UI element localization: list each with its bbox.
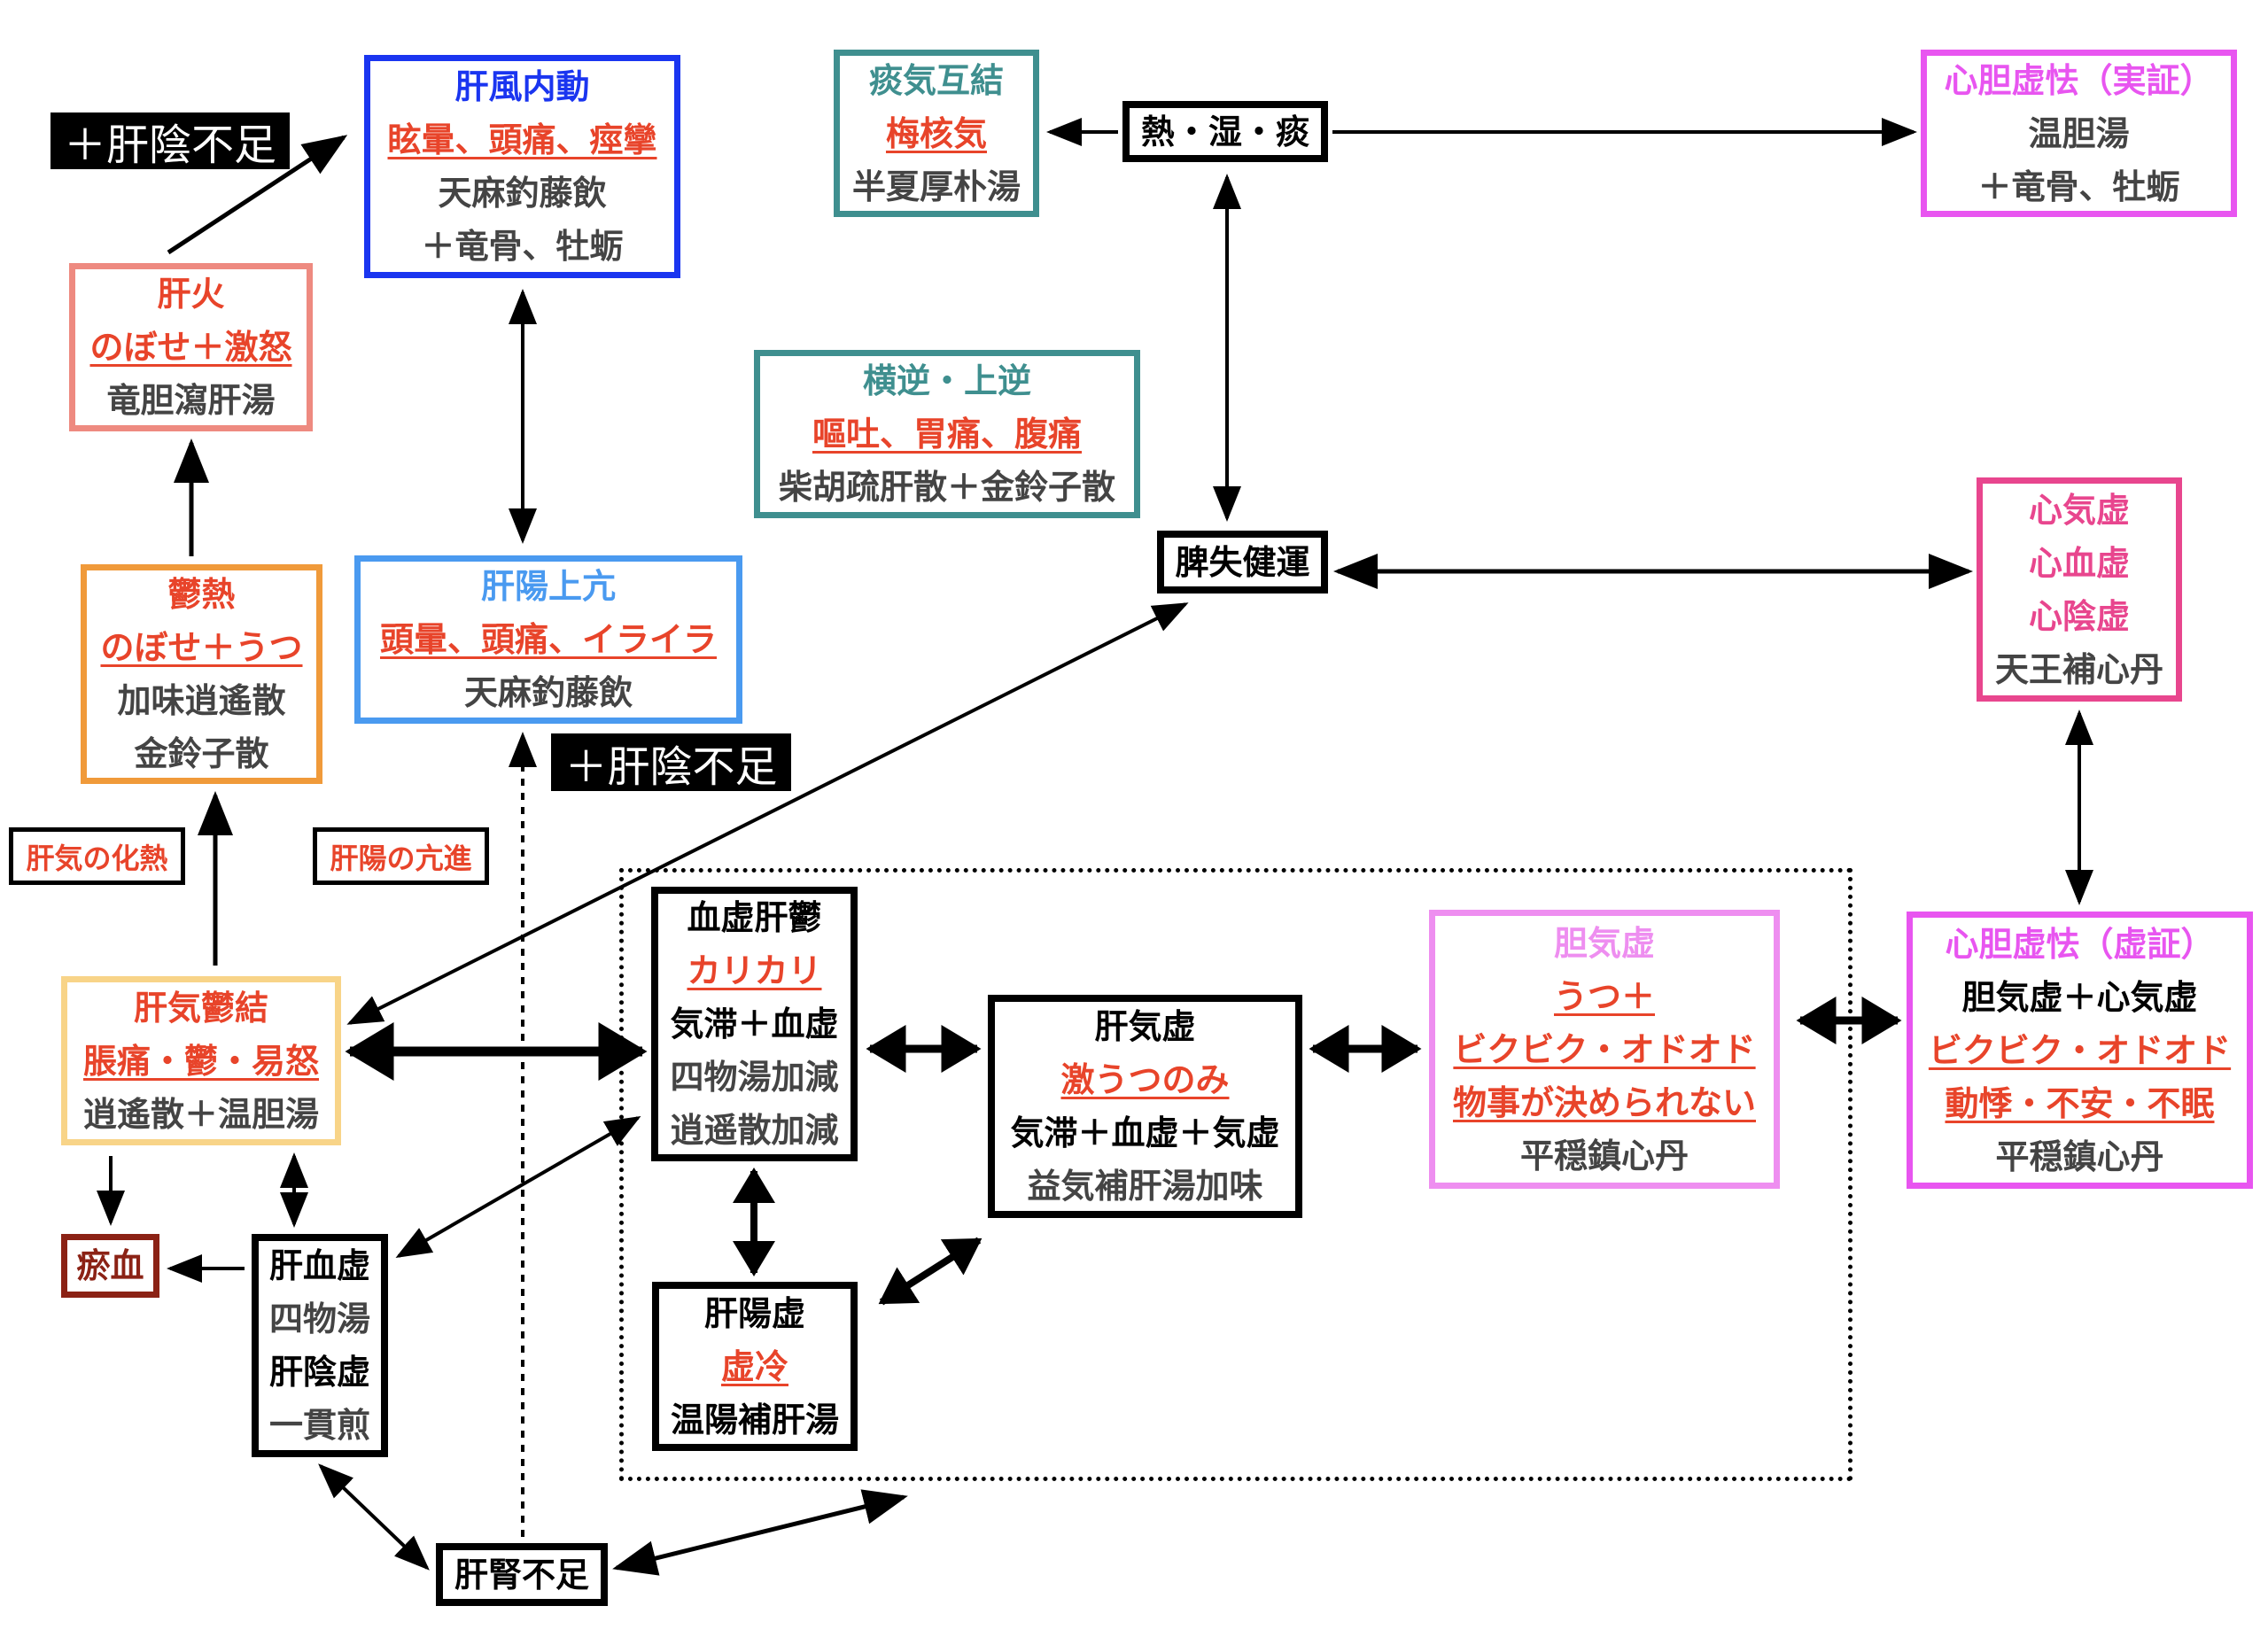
- node-shintan-kyosho-drug: 平穏鎮心丹: [1995, 1137, 2164, 1176]
- node-kanka-symptom: のぼせ＋激怒: [89, 328, 292, 367]
- node-shinkikyo-line-0: 心気虚: [2028, 490, 2130, 530]
- node-utsunetsu-drug: 加味逍遙散: [117, 681, 286, 720]
- label-kanki-kanetsu: 肝気の化熱: [9, 827, 185, 885]
- node-shintan-kyosho-desc: 胆気虚＋心気虚: [1961, 977, 2198, 1017]
- node-kanketsukyo-title2: 肝陰虚: [268, 1353, 370, 1392]
- node-kanyo-jouko-title: 肝陽上亢: [480, 567, 616, 606]
- node-kekkyo-drug2: 逍遥散加減: [670, 1111, 839, 1150]
- node-shintan-jissho-drug2: ＋竜骨、牡蛎: [1977, 167, 2180, 206]
- node-kanka[interactable]: 肝火 のぼせ＋激怒 竜胆瀉肝湯: [69, 263, 313, 431]
- node-shintan-jissho-title: 心胆虚怯（実証）: [1944, 60, 2214, 100]
- node-kankikyo-symptom: 激うつのみ: [1060, 1060, 1230, 1099]
- node-hishitsu-kenun[interactable]: 脾失健運: [1157, 531, 1328, 594]
- node-kanyokyo-symptom: 虚冷: [720, 1346, 788, 1386]
- node-shintan-kyosho-title: 心胆虚怯（虚証）: [1945, 924, 2215, 964]
- node-kanyokyo[interactable]: 肝陽虚 虚冷 温陽補肝湯: [652, 1282, 858, 1451]
- label-kanyo-koushin: 肝陽の亢進: [313, 827, 489, 885]
- node-oketsu[interactable]: 瘀血: [61, 1234, 159, 1298]
- node-netsu-shitsu-tan-title: 熱・湿・痰: [1140, 112, 1309, 151]
- node-tanki-goketsu-symptom: 梅核気: [885, 113, 987, 153]
- node-hishitsu-kenun-title: 脾失健運: [1175, 542, 1310, 582]
- node-shintan-jissho-drug: 温胆湯: [2028, 113, 2130, 153]
- node-oketsu-title: 瘀血: [76, 1246, 144, 1285]
- arrow-hishitsu-kanki: [346, 602, 1189, 1025]
- kanin-fusoku-tag-top-text: ＋肝陰不足: [63, 120, 276, 170]
- node-shintan-kyokyo-kyosho[interactable]: 心胆虚怯（虚証） 胆気虚＋心気虚 ビクビク・オドオド 動悸・不安・不眠 平穏鎮心…: [1907, 912, 2253, 1189]
- node-shinkikyo-line-1: 心血虚: [2028, 543, 2130, 583]
- node-shinkikyo-line-2: 心陰虚: [2028, 596, 2130, 636]
- node-tankikyo-symptom3: 物事が決められない: [1452, 1082, 1756, 1122]
- arrow-kanjin-group: [612, 1489, 908, 1576]
- node-shintan-kyosho-symptom: ビクビク・オドオド: [1928, 1030, 2232, 1070]
- node-kanjin-fusoku-title: 肝腎不足: [454, 1555, 589, 1594]
- node-kanketsukyo[interactable]: 肝血虚 四物湯 肝陰虚 一貫煎: [252, 1234, 388, 1457]
- node-kankikyo[interactable]: 肝気虚 激うつのみ 気滞＋血虚＋気虚 益気補肝湯加味: [988, 995, 1302, 1218]
- node-ougyaku-jougyaku[interactable]: 横逆・上逆 嘔吐、胃痛、腹痛 柴胡疏肝散＋金鈴子散: [754, 350, 1140, 518]
- arrow-kekkyo-kanketsu: [395, 1115, 641, 1259]
- node-kanketsukyo-title: 肝血虚: [268, 1246, 370, 1285]
- kan-kyo-group-outline: [619, 868, 1852, 1481]
- node-tankikyo-drug: 平穏鎮心丹: [1519, 1136, 1689, 1175]
- node-utsunetsu-title: 鬱熱: [167, 575, 236, 614]
- node-kanyo-jouko-drug: 天麻釣藤飲: [463, 673, 633, 712]
- node-kekkyo-drug: 四物湯加減: [670, 1058, 839, 1097]
- node-ougyaku-title: 横逆・上逆: [862, 361, 1031, 400]
- node-kanyo-jouko-symptom: 頭暈、頭痛、イライラ: [379, 620, 717, 659]
- label-kanki-kanetsu-text: 肝気の化熱: [26, 841, 168, 875]
- node-kanyokyo-drug: 温陽補肝湯: [670, 1400, 839, 1439]
- node-tankikyo-title: 胆気虚: [1553, 923, 1655, 963]
- node-shintan-kyokyo-jissho[interactable]: 心胆虚怯（実証） 温胆湯 ＋竜骨、牡蛎: [1921, 50, 2237, 217]
- node-kankikyo-title: 肝気虚: [1094, 1007, 1196, 1046]
- node-tankikyo-symptom2: ビクビク・オドオド: [1453, 1029, 1756, 1069]
- kanin-fusoku-tag-top: ＋肝陰不足: [50, 112, 290, 170]
- node-utsunetsu-drug2: 金鈴子散: [134, 734, 269, 773]
- node-shinkikyo-drug: 天王補心丹: [1994, 649, 2163, 689]
- node-kekkyo-kanutsu[interactable]: 血虚肝鬱 カリカリ 気滞＋血虚 四物湯加減 逍遥散加減: [651, 887, 858, 1161]
- node-tanki-goketsu[interactable]: 痰気互結 梅核気 半夏厚朴湯: [834, 50, 1039, 217]
- node-shintan-kyosho-symptom2: 動悸・不安・不眠: [1945, 1083, 2215, 1123]
- node-kanyo-jouko[interactable]: 肝陽上亢 頭暈、頭痛、イライラ 天麻釣藤飲: [354, 555, 742, 724]
- arrow-kanyokyo-kankikyo: [878, 1237, 983, 1306]
- node-tankikyo[interactable]: 胆気虚 うつ＋ ビクビク・オドオド 物事が決められない 平穏鎮心丹: [1429, 910, 1780, 1189]
- node-kanjin-fusoku[interactable]: 肝腎不足: [436, 1543, 608, 1606]
- node-utsunetsu[interactable]: 鬱熱 のぼせ＋うつ 加味逍遙散 金鈴子散: [81, 564, 322, 784]
- node-tankikyo-symptom: うつ＋: [1553, 976, 1655, 1016]
- node-kanki-ukketsu[interactable]: 肝気鬱結 脹痛・鬱・易怒 逍遙散＋温胆湯: [61, 976, 341, 1145]
- node-utsunetsu-symptom: のぼせ＋うつ: [100, 628, 303, 667]
- node-kekkyo-symptom: カリカリ: [687, 951, 822, 990]
- kanin-fusoku-tag-mid-text: ＋肝陰不足: [564, 741, 778, 792]
- node-kanki-ukketsu-symptom: 脹痛・鬱・易怒: [82, 1041, 319, 1081]
- node-tanki-goketsu-title: 痰気互結: [868, 60, 1004, 100]
- node-kanpu-naido-symptom: 眩暈、頭痛、痙攣: [387, 120, 657, 159]
- node-ougyaku-drug: 柴胡疏肝散＋金鈴子散: [778, 468, 1115, 507]
- node-kanketsukyo-drug2: 一貫煎: [268, 1406, 370, 1445]
- node-kanki-ukketsu-title: 肝気鬱結: [133, 988, 268, 1028]
- node-kanyokyo-title: 肝陽虚: [703, 1293, 805, 1333]
- node-kanka-title: 肝火: [157, 275, 225, 314]
- node-kanpu-naido-title: 肝風内動: [454, 67, 590, 106]
- node-kankikyo-desc: 気滞＋血虚＋気虚: [1010, 1113, 1280, 1152]
- node-netsu-shitsu-tan[interactable]: 熱・湿・痰: [1122, 101, 1328, 162]
- node-kanketsukyo-drug: 四物湯: [268, 1300, 370, 1338]
- node-kanki-ukketsu-drug: 逍遙散＋温胆湯: [82, 1094, 319, 1134]
- node-shinkikyo[interactable]: 心気虚 心血虚 心陰虚 天王補心丹: [1977, 477, 2182, 702]
- node-tanki-goketsu-drug: 半夏厚朴湯: [851, 167, 1021, 206]
- node-kanpu-naido-drug2: ＋竜骨、牡蛎: [421, 227, 624, 266]
- node-kekkyo-title: 血虚肝鬱: [687, 898, 822, 937]
- node-kankikyo-drug: 益気補肝湯加味: [1027, 1167, 1263, 1206]
- arrow-kanka-to-kanpu: [167, 135, 348, 255]
- label-kanyo-koushin-text: 肝陽の亢進: [330, 841, 472, 875]
- node-kanka-drug: 竜胆瀉肝湯: [106, 381, 276, 420]
- node-ougyaku-symptom: 嘔吐、胃痛、腹痛: [812, 415, 1082, 454]
- arrow-kanketsu-kanjin: [318, 1463, 430, 1571]
- node-kekkyo-desc: 気滞＋血虚: [670, 1005, 839, 1043]
- kanin-fusoku-tag-mid: ＋肝陰不足: [551, 733, 791, 792]
- node-kanpu-naido-drug: 天麻釣藤飲: [438, 174, 607, 213]
- node-kanpu-naido[interactable]: 肝風内動 眩暈、頭痛、痙攣 天麻釣藤飲 ＋竜骨、牡蛎: [364, 55, 680, 278]
